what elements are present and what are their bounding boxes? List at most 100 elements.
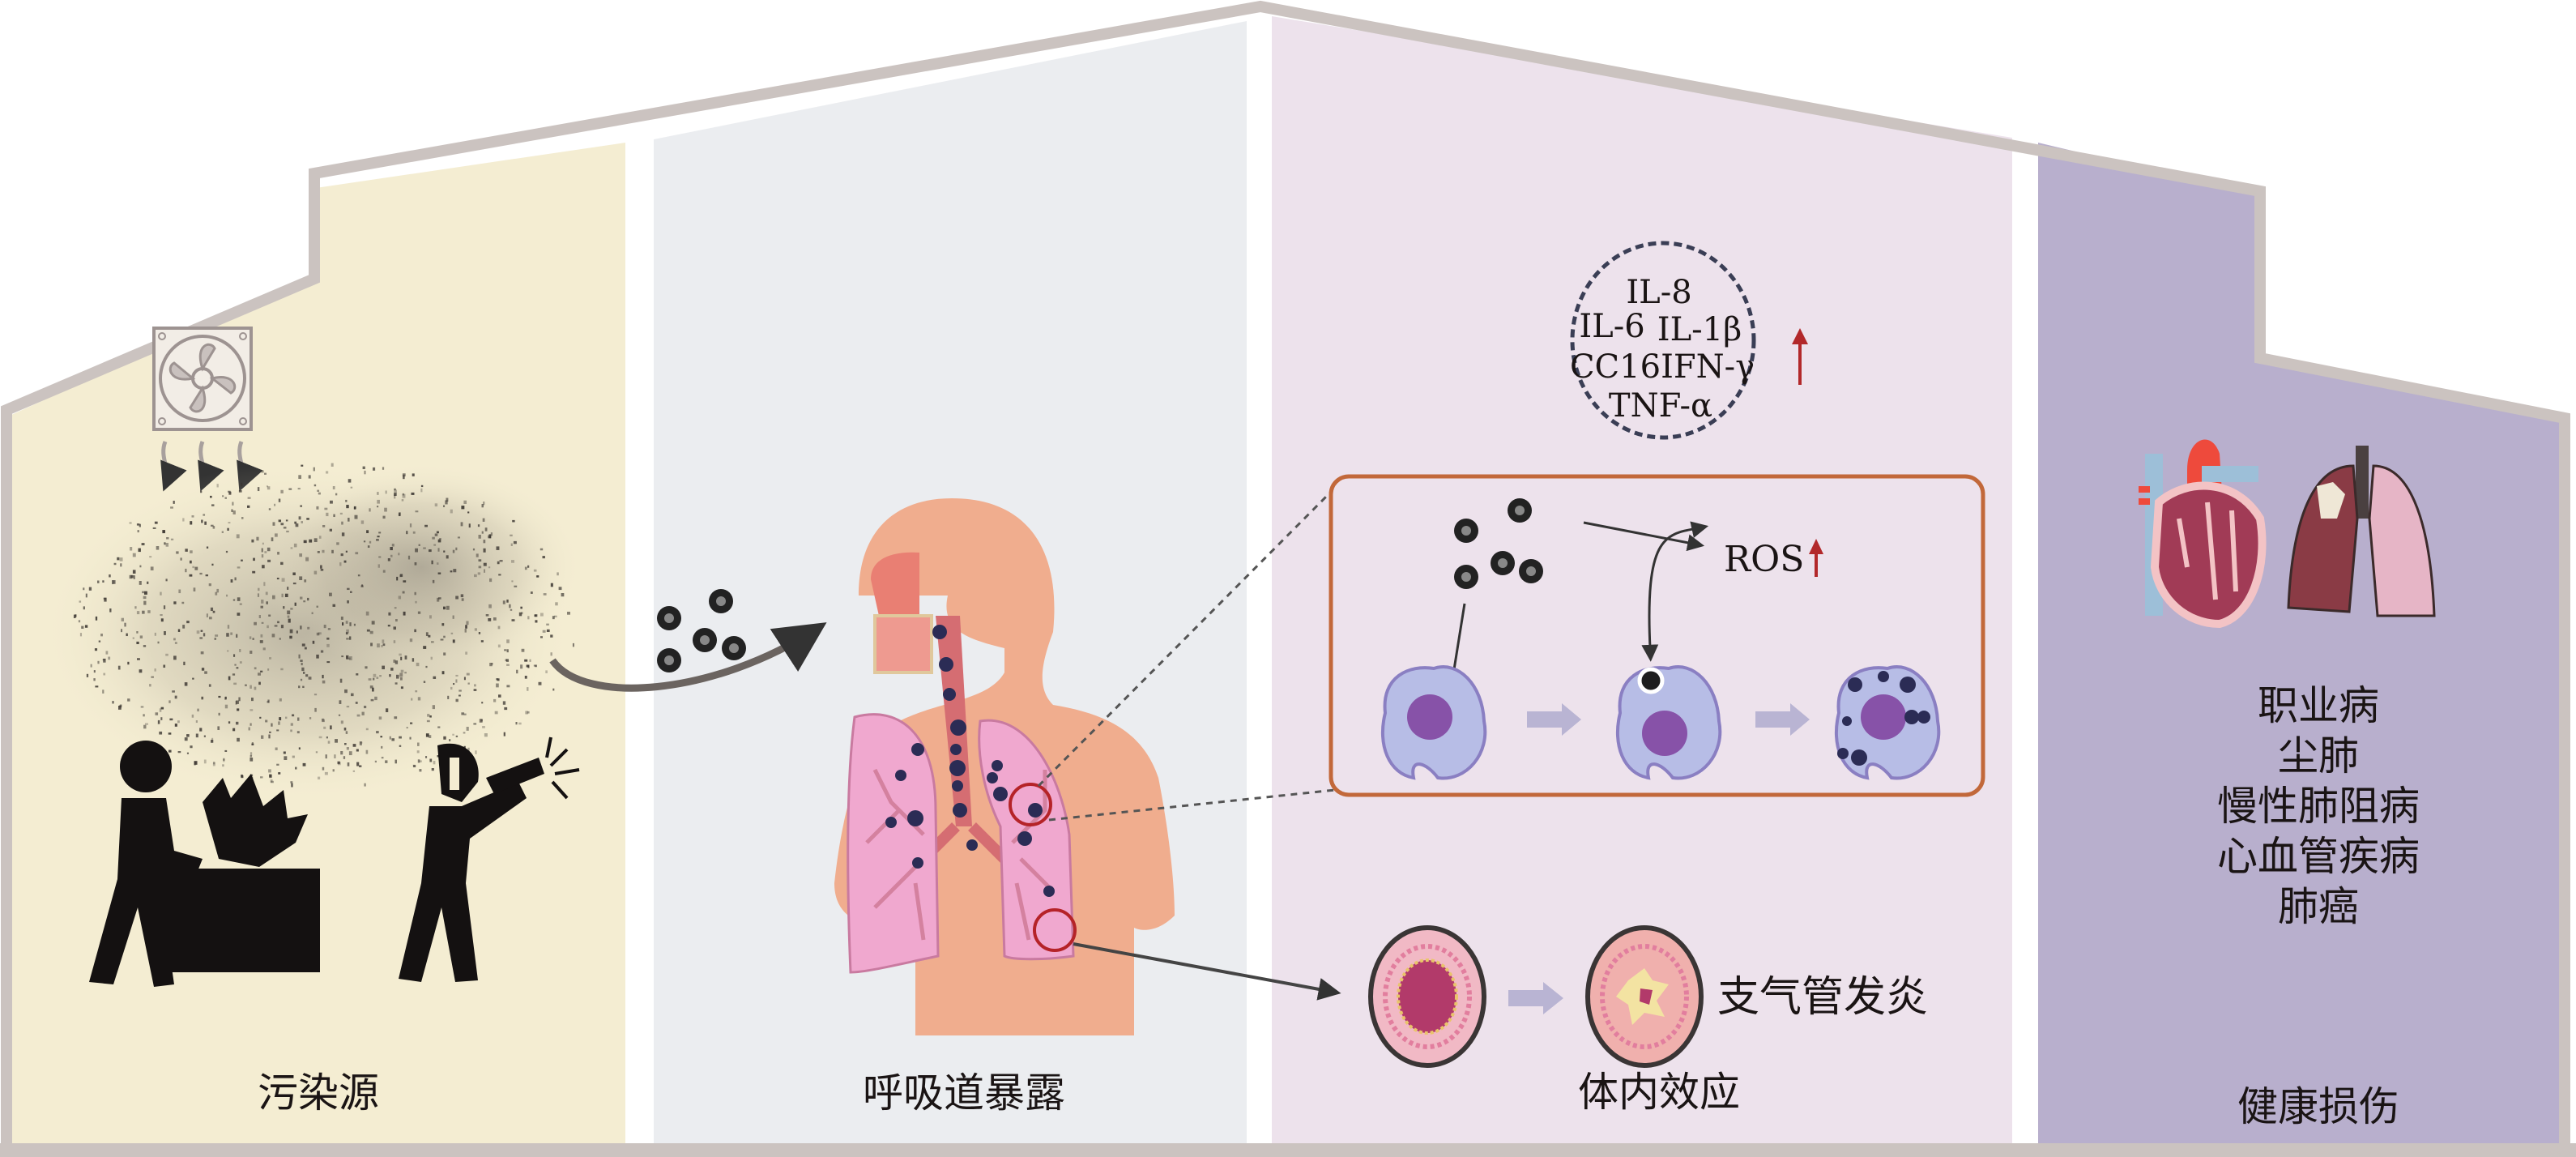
- inhaled-particle: [1017, 831, 1032, 846]
- dust-speck: [278, 721, 280, 725]
- dust-speck: [393, 640, 396, 643]
- dust-speck: [342, 622, 344, 626]
- dust-speck: [322, 549, 325, 553]
- dust-speck: [258, 672, 261, 676]
- dust-speck: [178, 589, 181, 594]
- dust-speck: [173, 501, 175, 504]
- dust-speck: [339, 512, 343, 515]
- dust-speck: [402, 493, 406, 498]
- dust-speck: [294, 602, 296, 606]
- dust-speck: [510, 534, 513, 536]
- dust-speck: [345, 550, 348, 553]
- dust-speck: [234, 577, 237, 581]
- dust-speck: [143, 724, 147, 729]
- inhaled-particle: [885, 817, 897, 828]
- dust-speck: [237, 737, 240, 742]
- dust-speck: [463, 713, 467, 715]
- dust-speck: [132, 570, 136, 574]
- dust-speck: [424, 524, 428, 527]
- dust-speck: [356, 673, 359, 676]
- dust-speck: [139, 565, 142, 568]
- dust-speck: [170, 506, 173, 509]
- dust-speck: [370, 698, 374, 702]
- dust-speck: [252, 638, 254, 640]
- dust-speck: [509, 604, 511, 608]
- dust-speck: [399, 574, 403, 578]
- dust-speck: [280, 668, 284, 671]
- dust-speck: [162, 530, 165, 534]
- dust-speck: [382, 515, 386, 519]
- dust-speck: [417, 742, 420, 746]
- dust-speck: [468, 523, 471, 528]
- dust-speck: [154, 668, 156, 672]
- dust-speck: [163, 664, 166, 668]
- dust-speck: [190, 745, 193, 749]
- dust-speck: [300, 505, 303, 507]
- dust-speck: [271, 537, 274, 542]
- dust-speck: [170, 538, 174, 540]
- inhaled-particle: [992, 760, 1003, 771]
- dust-speck: [263, 582, 266, 587]
- panel-title-source: 污染源: [258, 1069, 379, 1116]
- dust-speck: [186, 621, 190, 624]
- dust-speck: [176, 551, 179, 554]
- dust-speck: [482, 518, 485, 522]
- worker-drilling-icon: [399, 743, 544, 982]
- dust-speck: [212, 526, 215, 529]
- dust-speck: [284, 756, 288, 760]
- dust-speck: [357, 574, 360, 577]
- dust-speck: [169, 718, 173, 721]
- dust-speck: [134, 606, 137, 609]
- dust-speck: [224, 696, 227, 699]
- dust-speck: [228, 676, 231, 681]
- dust-speck: [403, 580, 407, 583]
- dust-speck: [466, 621, 469, 625]
- dust-speck: [274, 503, 276, 506]
- dust-speck: [304, 579, 307, 583]
- dust-speck: [463, 732, 466, 734]
- dust-speck: [254, 667, 257, 670]
- dust-speck: [79, 600, 82, 603]
- dust-speck: [191, 714, 194, 718]
- dust-speck: [443, 550, 446, 553]
- dust-speck: [398, 553, 400, 556]
- dust-speck: [236, 634, 238, 638]
- dust-speck: [478, 535, 481, 539]
- dust-speck: [193, 587, 196, 591]
- dust-speck: [269, 775, 272, 779]
- dust-speck: [258, 615, 261, 619]
- dust-speck: [136, 611, 140, 615]
- dust-speck: [180, 557, 182, 561]
- dust-speck: [416, 750, 420, 754]
- dust-speck: [545, 670, 548, 673]
- dust-speck: [494, 711, 498, 715]
- dust-speck: [241, 775, 244, 779]
- dust-speck: [431, 641, 434, 643]
- dust-speck: [450, 632, 454, 634]
- dust-speck: [423, 547, 426, 549]
- dust-speck: [157, 641, 160, 644]
- dust-speck: [249, 709, 254, 711]
- dust-speck: [412, 473, 415, 476]
- dust-speck: [380, 736, 383, 738]
- macrophage-cell-icon: [1380, 665, 1487, 780]
- dust-speck: [521, 612, 523, 615]
- dust-speck: [160, 707, 164, 710]
- dust-speck: [297, 717, 300, 721]
- dust-speck: [308, 475, 311, 479]
- dust-speck: [333, 514, 335, 518]
- dust-speck: [488, 604, 492, 608]
- dust-speck: [120, 563, 122, 567]
- dust-speck: [305, 674, 309, 677]
- dust-speck: [474, 574, 477, 578]
- dust-speck: [208, 583, 211, 587]
- dust-speck: [247, 497, 251, 499]
- dust-speck: [299, 553, 303, 557]
- dust-speck: [550, 634, 553, 638]
- dust-speck: [364, 470, 366, 475]
- dust-speck: [455, 674, 458, 677]
- bronchus-inflamed-icon: [1585, 925, 1704, 1068]
- dust-speck: [264, 472, 267, 475]
- dust-speck: [426, 719, 430, 723]
- dust-speck: [534, 614, 537, 617]
